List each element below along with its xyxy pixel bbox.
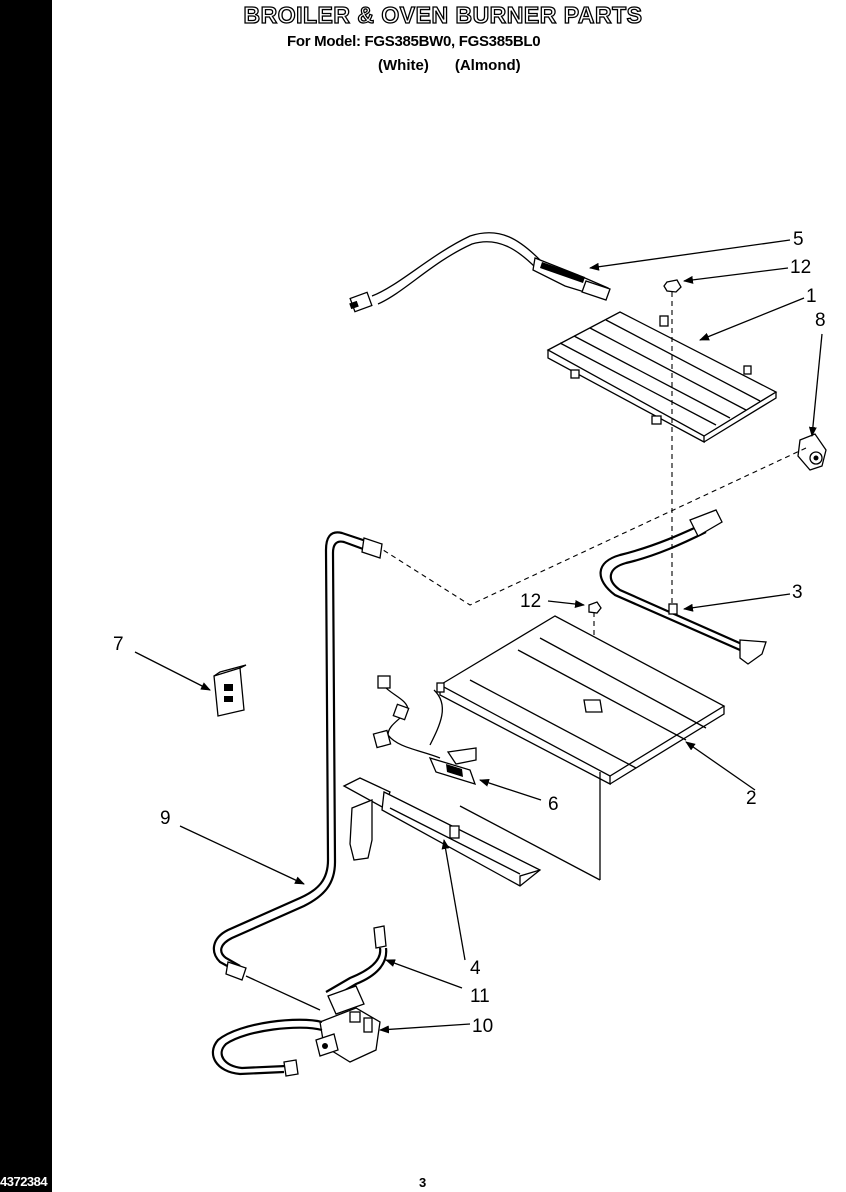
callout-leaders <box>134 239 823 1034</box>
page-number: 3 <box>419 1175 427 1190</box>
callout-10: 10 <box>472 1016 493 1037</box>
color-almond: (Almond) <box>454 57 521 74</box>
callout-2: 2 <box>746 788 757 809</box>
color-white: (White) <box>378 57 429 74</box>
callout-6: 6 <box>548 794 559 815</box>
part-9-gas-tube <box>212 531 383 981</box>
part-12-screw-lower <box>588 601 602 614</box>
part-2-oven-baffle <box>436 615 726 786</box>
page-title: BROILER & OVEN BURNER PARTS <box>243 1 643 28</box>
callout-4: 4 <box>470 958 481 979</box>
part-12-screw-upper <box>663 279 682 293</box>
part-7-switch <box>213 664 247 717</box>
part-1-broiler-baffle <box>546 311 778 444</box>
part-8-orifice <box>797 433 827 471</box>
part-5-broiler-igniter <box>349 232 611 313</box>
model-line: For Model: FGS385BW0, FGS385BL0 <box>287 33 541 50</box>
callout-5: 5 <box>793 229 804 250</box>
document-number: 4372384 <box>0 1174 48 1189</box>
part-6-oven-igniter <box>372 675 477 786</box>
color-variants: (White) (Almond) <box>378 57 521 74</box>
callout-1: 1 <box>806 286 817 307</box>
callout-12-lower: 12 <box>520 591 541 612</box>
callout-8: 8 <box>815 310 826 331</box>
part-11-tube <box>325 925 388 999</box>
callout-9: 9 <box>160 808 171 829</box>
part-3-broiler-burner <box>599 509 767 665</box>
binding-strip <box>0 0 52 1192</box>
part-10-valve <box>315 985 381 1063</box>
callout-12-upper: 12 <box>790 257 811 278</box>
callout-3: 3 <box>792 582 803 603</box>
callout-7: 7 <box>113 634 124 655</box>
part-4-oven-burner <box>342 772 601 887</box>
callout-11: 11 <box>470 986 490 1007</box>
